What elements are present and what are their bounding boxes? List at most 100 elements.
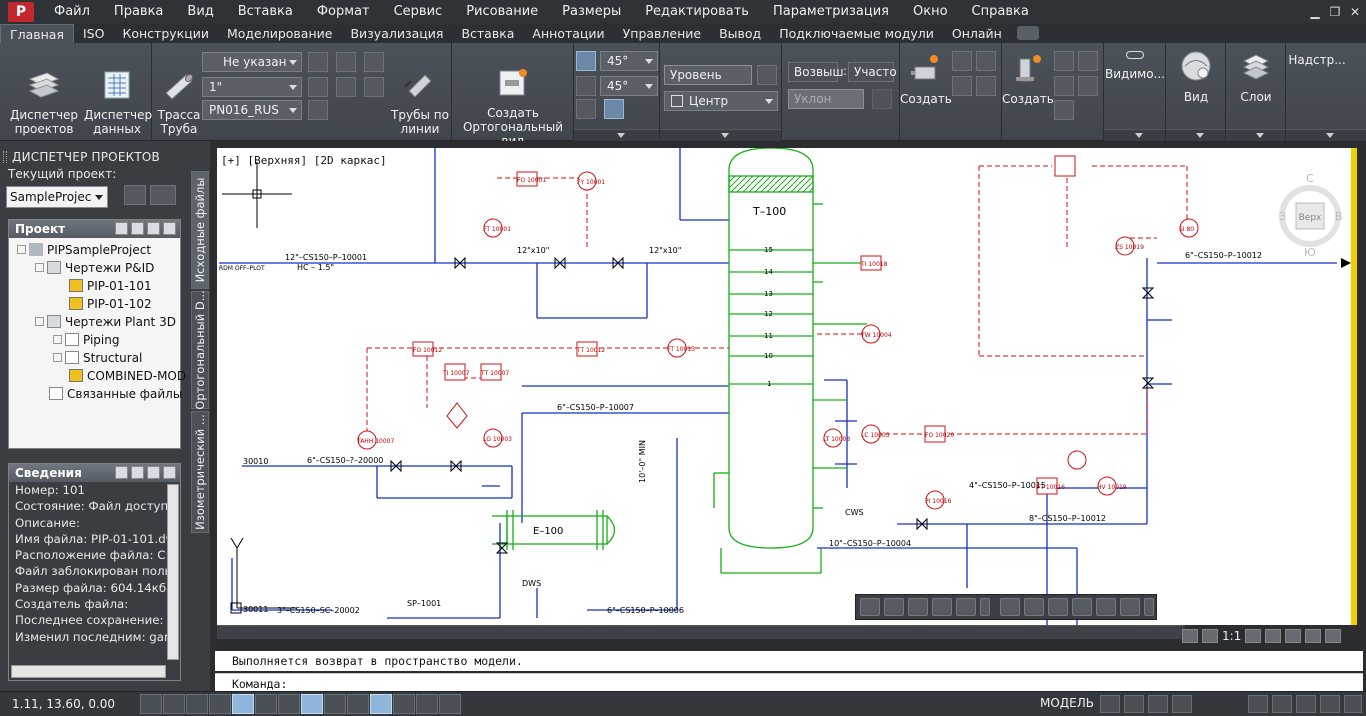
workspace-switch-icon[interactable] (1248, 695, 1268, 713)
menu-draw[interactable]: Рисование (466, 4, 539, 19)
tree-item[interactable]: Structural (53, 349, 142, 367)
spec-combo[interactable]: Не указан (202, 52, 302, 72)
grid-icon[interactable] (186, 694, 208, 714)
menu-format[interactable]: Формат (316, 4, 370, 19)
pipes-by-line-button[interactable]: Трубы по линии (390, 55, 450, 150)
collapse-box-icon[interactable] (35, 317, 44, 326)
angle-tool-icon[interactable] (932, 598, 952, 616)
object-snap-icon[interactable] (255, 694, 277, 714)
close-icon[interactable] (1144, 598, 1154, 616)
menu-insert[interactable]: Вставка (237, 4, 293, 19)
project-manager-button[interactable]: Диспетчер проектов (8, 55, 80, 150)
hardware-acceleration-icon[interactable] (1296, 695, 1316, 713)
nozzle-icon[interactable] (976, 51, 996, 71)
lock-icon[interactable] (1182, 629, 1198, 643)
project-menu-icon[interactable] (150, 185, 176, 205)
auto-scale-icon[interactable] (1265, 629, 1282, 643)
vtab-ortho-drawings[interactable]: Ортогональный D... (191, 290, 209, 410)
layers-button[interactable]: Слои (1226, 49, 1286, 104)
preview-icon[interactable] (131, 466, 144, 479)
infer-constraints-icon[interactable] (140, 694, 162, 714)
toolbar-lock-icon[interactable] (1305, 629, 1322, 643)
tag-icon[interactable] (336, 52, 356, 72)
support-type-icon[interactable] (1078, 51, 1098, 71)
isolate-objects-icon[interactable] (1320, 695, 1340, 713)
fitting-icon[interactable] (1078, 76, 1098, 96)
menu-file[interactable]: Файл (54, 4, 90, 19)
vtab-iso-drawings[interactable]: Изометрический ... (191, 411, 209, 533)
elevation-field[interactable]: Возвыш (788, 62, 843, 82)
panel-footer[interactable] (1104, 129, 1165, 141)
annotation-scale[interactable]: 1:1 (1222, 629, 1242, 643)
quick-view-layouts-icon[interactable] (1100, 695, 1120, 713)
drawing-area[interactable]: T–100 15 14 13 12 11 10 1 E–100 (210, 141, 1366, 646)
attach-icon[interactable] (976, 76, 996, 96)
quick-view-drawings-icon[interactable] (1124, 695, 1144, 713)
snap-angle-icon[interactable] (576, 76, 596, 96)
panel-footer[interactable] (1226, 129, 1285, 141)
no-entry-icon[interactable] (1048, 598, 1068, 616)
convert-icon[interactable] (952, 76, 972, 96)
panel-footer[interactable] (1286, 129, 1366, 141)
level-home-icon[interactable] (757, 65, 777, 85)
transparency-icon[interactable] (393, 694, 415, 714)
level-field[interactable]: Уровень (664, 65, 752, 85)
drawing-horizontal-scrollbar[interactable] (217, 625, 1185, 639)
details-vertical-scrollbar[interactable] (167, 484, 179, 660)
addons-button[interactable]: Надстр... (1288, 53, 1346, 67)
menu-parametric[interactable]: Параметризация (772, 4, 889, 19)
tree-item[interactable]: PIP-01-102 (69, 295, 152, 313)
dynamic-ucs-icon[interactable] (324, 694, 346, 714)
history-icon[interactable] (147, 466, 160, 479)
new-drawing-icon[interactable] (115, 222, 128, 235)
details-view-icon[interactable] (115, 466, 128, 479)
elevation-tool-icon[interactable] (956, 598, 976, 616)
spec-viewer-icon[interactable] (308, 100, 328, 120)
model-space-toggle[interactable]: МОДЕЛЬ (1040, 696, 1095, 710)
tab-structures[interactable]: Конструкции (122, 26, 209, 41)
tab-plugins[interactable]: Подключаемые модули (779, 26, 934, 41)
substitute-icon[interactable] (364, 77, 384, 97)
tree-item[interactable]: Чертежи P&ID (35, 259, 154, 277)
panel-footer[interactable] (660, 129, 781, 141)
tree-item[interactable]: Piping (53, 331, 119, 349)
light-bulb-icon[interactable] (1325, 629, 1342, 643)
locate-icon[interactable] (1054, 100, 1074, 120)
compass-toggle-icon[interactable] (576, 51, 596, 71)
filter-icon[interactable] (364, 52, 384, 72)
minimize-icon[interactable]: ▁ (1310, 4, 1320, 19)
view-button[interactable]: Вид (1166, 49, 1226, 104)
panel-footer[interactable] (574, 129, 659, 141)
slope-field[interactable]: Уклон (788, 89, 864, 109)
collapse-box-icon[interactable] (17, 245, 26, 254)
close-icon[interactable] (980, 598, 990, 616)
edit-equipment-icon[interactable] (952, 51, 972, 71)
vtab-source-files[interactable]: Исходные файлы (191, 171, 209, 289)
valve-icon[interactable] (1054, 76, 1074, 96)
selection-cycling-icon[interactable] (439, 694, 461, 714)
menu-dimensions[interactable]: Размеры (562, 4, 622, 19)
rotate-icon[interactable] (604, 99, 624, 119)
tab-manage[interactable]: Управление (622, 26, 702, 41)
tree-item[interactable]: Связанные файлы (49, 385, 182, 403)
create-support-button[interactable]: Создать (1002, 53, 1054, 106)
expand-box-icon[interactable] (53, 335, 62, 344)
tab-iso[interactable]: ISO (83, 26, 105, 41)
slope-arrow-icon[interactable] (872, 89, 892, 109)
palette-grip[interactable] (3, 151, 7, 163)
edit-support-icon[interactable] (1054, 51, 1074, 71)
command-input[interactable]: Команда: (215, 673, 1363, 691)
visibility-button[interactable]: Видимо... (1105, 67, 1165, 81)
tab-modeling[interactable]: Моделирование (226, 26, 333, 41)
size-combo[interactable]: 1" (202, 77, 302, 97)
measure-icon[interactable] (884, 598, 904, 616)
tree-item[interactable]: PIPSampleProject (17, 241, 151, 259)
menu-view[interactable]: Вид (187, 4, 214, 19)
sphere-icon[interactable] (1072, 598, 1092, 616)
tree-item[interactable]: PIP-01-101 (69, 277, 152, 295)
copy-icon[interactable] (131, 222, 144, 235)
visibility-toggle-icon[interactable] (1126, 51, 1144, 59)
ortho-mode-icon[interactable] (209, 694, 231, 714)
collapse-icon[interactable] (163, 466, 176, 479)
create-equipment-button[interactable]: Создать (900, 53, 952, 106)
